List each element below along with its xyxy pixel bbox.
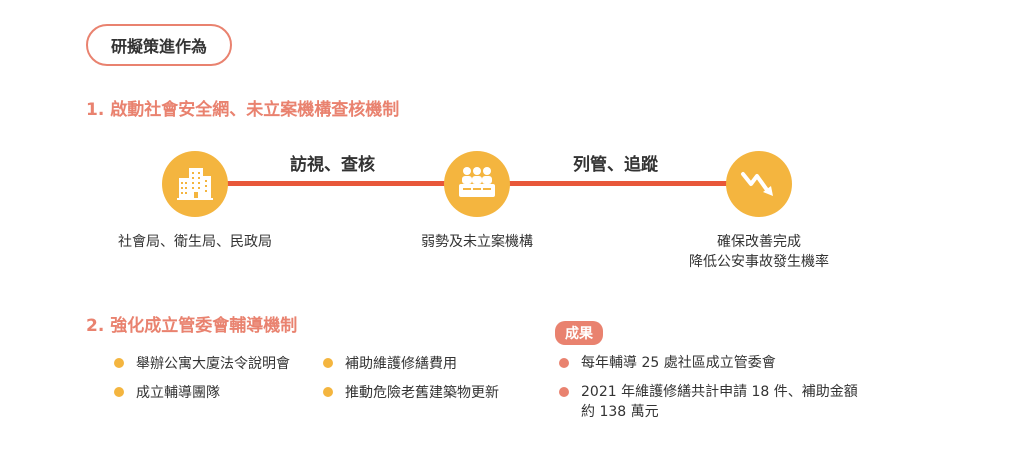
list-item-text: 成立輔導團隊 bbox=[136, 385, 220, 401]
node-institutions bbox=[444, 151, 510, 217]
flow-line-1 bbox=[226, 181, 446, 186]
list-item: 推動危險老舊建築物更新 bbox=[323, 382, 499, 402]
results-list: 每年輔導 25 處社區成立管委會 2021 年維護修繕共計申請 18 件、補助金… bbox=[559, 353, 858, 422]
node-label-outcome-line1: 確保改善完成 bbox=[717, 234, 801, 250]
list-item: 成立輔導團隊 bbox=[114, 382, 290, 402]
node-label-institutions: 弱勢及未立案機構 bbox=[421, 234, 533, 250]
section1-title: 1. 啟動社會安全網、未立案機構查核機制 bbox=[86, 100, 400, 120]
list-item-text: 推動危險老舊建築物更新 bbox=[345, 385, 499, 401]
edge-label-track: 列管、追蹤 bbox=[573, 155, 658, 175]
bullet-dot bbox=[114, 387, 124, 397]
list-item: 2021 年維護修繕共計申請 18 件、補助金額 約 138 萬元 bbox=[559, 382, 858, 422]
list-item-text: 舉辦公寓大廈法令說明會 bbox=[136, 356, 290, 372]
node-outcome bbox=[726, 151, 792, 217]
buildings-icon bbox=[175, 162, 215, 206]
bullet-dot bbox=[559, 358, 569, 368]
bullet-dot bbox=[114, 358, 124, 368]
measures-col1: 舉辦公寓大廈法令說明會 成立輔導團隊 bbox=[114, 353, 290, 402]
list-item: 舉辦公寓大廈法令說明會 bbox=[114, 353, 290, 373]
meeting-icon bbox=[456, 162, 498, 206]
result-text: 2021 年維護修繕共計申請 18 件、補助金額 bbox=[581, 384, 858, 400]
node-agencies bbox=[162, 151, 228, 217]
trend-down-icon bbox=[739, 162, 779, 206]
bullet-dot bbox=[559, 387, 569, 397]
bullet-dot bbox=[323, 358, 333, 368]
node-label-agencies: 社會局、衛生局、民政局 bbox=[118, 234, 272, 250]
header-tag: 研擬策進作為 bbox=[86, 24, 232, 66]
node-label-outcome-line2: 降低公安事故發生機率 bbox=[689, 254, 829, 270]
measures-col2: 補助維護修繕費用 推動危險老舊建築物更新 bbox=[323, 353, 499, 402]
results-badge: 成果 bbox=[555, 321, 603, 345]
list-item: 每年輔導 25 處社區成立管委會 bbox=[559, 353, 858, 373]
result-text-cont: 約 138 萬元 bbox=[581, 404, 659, 420]
node-label-outcome: 確保改善完成 降低公安事故發生機率 bbox=[664, 232, 854, 272]
list-item-text: 補助維護修繕費用 bbox=[345, 356, 457, 372]
section2-title: 2. 強化成立管委會輔導機制 bbox=[86, 316, 298, 336]
edge-label-inspect: 訪視、查核 bbox=[290, 155, 375, 175]
flow-line-2 bbox=[508, 181, 732, 186]
result-text: 每年輔導 25 處社區成立管委會 bbox=[581, 355, 776, 371]
bullet-dot bbox=[323, 387, 333, 397]
list-item: 補助維護修繕費用 bbox=[323, 353, 499, 373]
